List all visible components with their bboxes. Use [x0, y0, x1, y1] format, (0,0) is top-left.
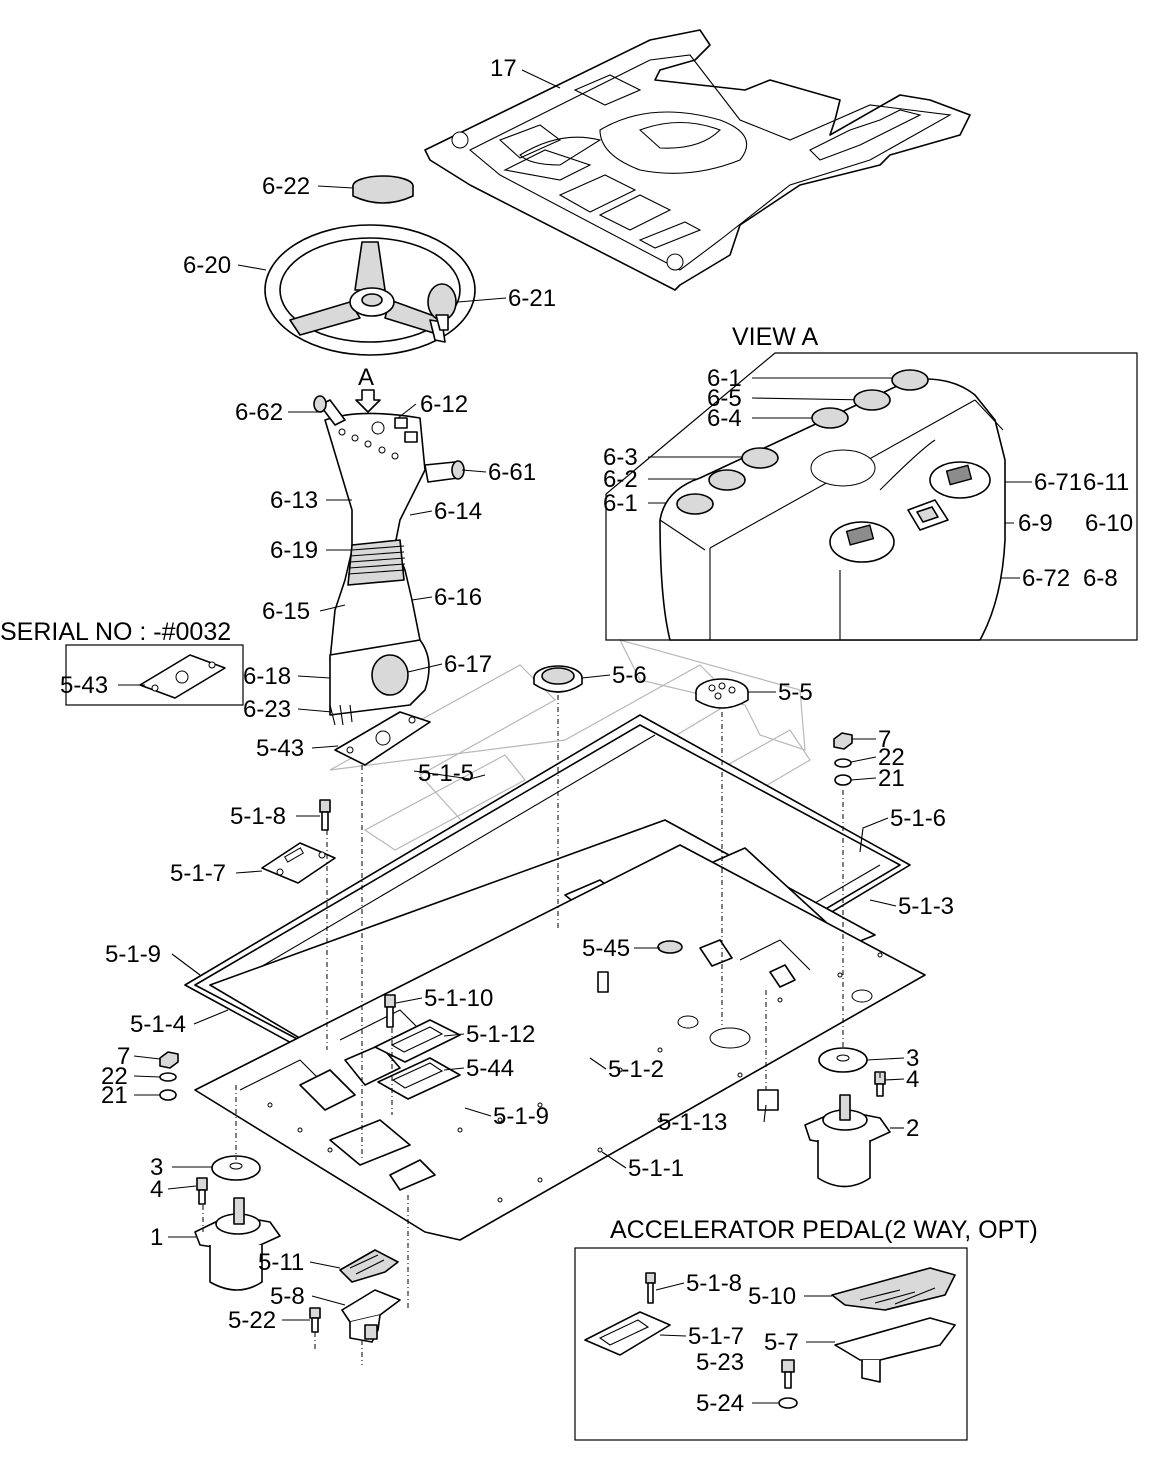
part-labels: 17 6-22 6-20 6-21 6-62 6-12 6-61 6-13 6-… [60, 55, 1133, 1417]
part-label: 22 [101, 1063, 128, 1090]
part-label: 6-3 [603, 444, 638, 471]
part-label: 6-21 [508, 285, 556, 312]
part-label: 5-1-8 [230, 803, 286, 830]
part-label: 2 [906, 1115, 919, 1142]
part-label: 5-1-12 [466, 1021, 535, 1048]
leader-lines [118, 69, 1032, 1404]
part-label: 1 [150, 1224, 163, 1251]
part-label: 7 [117, 1043, 130, 1070]
part-label: 21 [878, 765, 905, 792]
part-label: 17 [490, 55, 517, 82]
part-label: 5-1-4 [130, 1011, 186, 1038]
part-label: 5-1-1 [628, 1155, 684, 1182]
part-label: 5-1-9 [105, 941, 161, 968]
part-label: 5-1-3 [898, 893, 954, 920]
view-a-box [605, 352, 1138, 641]
part-label: 6-19 [270, 537, 318, 564]
base-plate [194, 844, 926, 1241]
part-label: 5-1-2 [608, 1056, 664, 1083]
part-label: 4 [150, 1176, 163, 1203]
part-label: 5-11 [258, 1249, 304, 1276]
part-label: 7 [878, 726, 891, 753]
grommet [533, 665, 749, 709]
part-label: 5-24 [696, 1390, 744, 1417]
part-label: 6-15 [262, 598, 310, 625]
part-label: 6-18 [243, 663, 291, 690]
pedal-bracket [261, 842, 461, 1100]
part-label: 6-11 [1083, 469, 1129, 496]
part-label: 5-1-5 [418, 760, 474, 787]
part-label: 6-14 [434, 498, 482, 525]
part-label: 5-1-6 [890, 805, 946, 832]
part-label: 6-23 [243, 696, 291, 723]
serial-box [65, 644, 244, 706]
part-label: 6-5 [707, 385, 742, 412]
part-label: 6-1 [603, 490, 638, 517]
part-label: 5-8 [270, 1283, 305, 1310]
part-label: 6-1 [707, 365, 742, 392]
part-label: 5-45 [582, 935, 630, 962]
part-label: 3 [150, 1154, 163, 1181]
part-label: 6-22 [262, 173, 310, 200]
mounting-plate [139, 654, 431, 766]
part-label: 5-43 [60, 672, 108, 699]
part-label: 6-9 [1018, 510, 1053, 537]
pedal-option-box [574, 1247, 968, 1441]
part-label: 5-1-7 [170, 860, 226, 887]
part-label: 5-1-8 [686, 1270, 742, 1297]
part-label: 6-8 [1083, 565, 1118, 592]
part-label: 6-2 [603, 466, 638, 493]
part-label: 5-1-10 [424, 985, 493, 1012]
part-label: 5-6 [612, 662, 647, 689]
part-label: 4 [906, 1066, 919, 1093]
part-label: 6-4 [707, 405, 742, 432]
accelerator-pedal [339, 1249, 401, 1343]
part-label: 6-72 [1022, 565, 1070, 592]
serial-title: SERIAL NO : -#0032 [0, 618, 231, 646]
part-label: 6-12 [420, 391, 468, 418]
part-label: 6-61 [488, 459, 536, 486]
steering-wheel [264, 224, 476, 356]
part-label: 6-16 [434, 584, 482, 611]
steering-column [313, 395, 465, 726]
part-label: 5-1-7 [688, 1323, 744, 1350]
part-label: 6-20 [183, 252, 231, 279]
part-label: 21 [101, 1082, 128, 1109]
rubber-mount [194, 1094, 891, 1291]
part-label: 5-43 [256, 735, 304, 762]
part-label: 6-17 [444, 651, 492, 678]
horn-cap [352, 175, 414, 204]
fasteners [159, 732, 886, 1333]
mount-washer [211, 1047, 868, 1181]
part-label: 6-62 [235, 399, 283, 426]
part-label: 5-1-9 [493, 1103, 549, 1130]
view-arrow [355, 389, 381, 413]
part-label: 5-10 [748, 1283, 796, 1310]
floor-mat [424, 29, 971, 291]
pedal-title: ACCELERATOR PEDAL(2 WAY, OPT) [610, 1216, 1038, 1244]
part-label: 6-71 [1034, 469, 1082, 496]
part-label: 5-22 [228, 1307, 276, 1334]
view-a-title: VIEW A [732, 323, 818, 351]
part-label: 6-13 [270, 487, 318, 514]
part-label: 6-10 [1085, 510, 1133, 537]
alignment-lines [202, 695, 881, 1365]
part-label: 5-7 [764, 1329, 799, 1356]
arrow-a-label: A [358, 364, 374, 391]
part-label: 5-1-13 [658, 1109, 727, 1136]
part-label: 3 [906, 1045, 919, 1072]
part-label: 5-44 [466, 1055, 514, 1082]
part-label: 22 [878, 744, 905, 771]
part-label: 5-23 [696, 1349, 744, 1376]
part-label: 5-5 [778, 679, 813, 706]
